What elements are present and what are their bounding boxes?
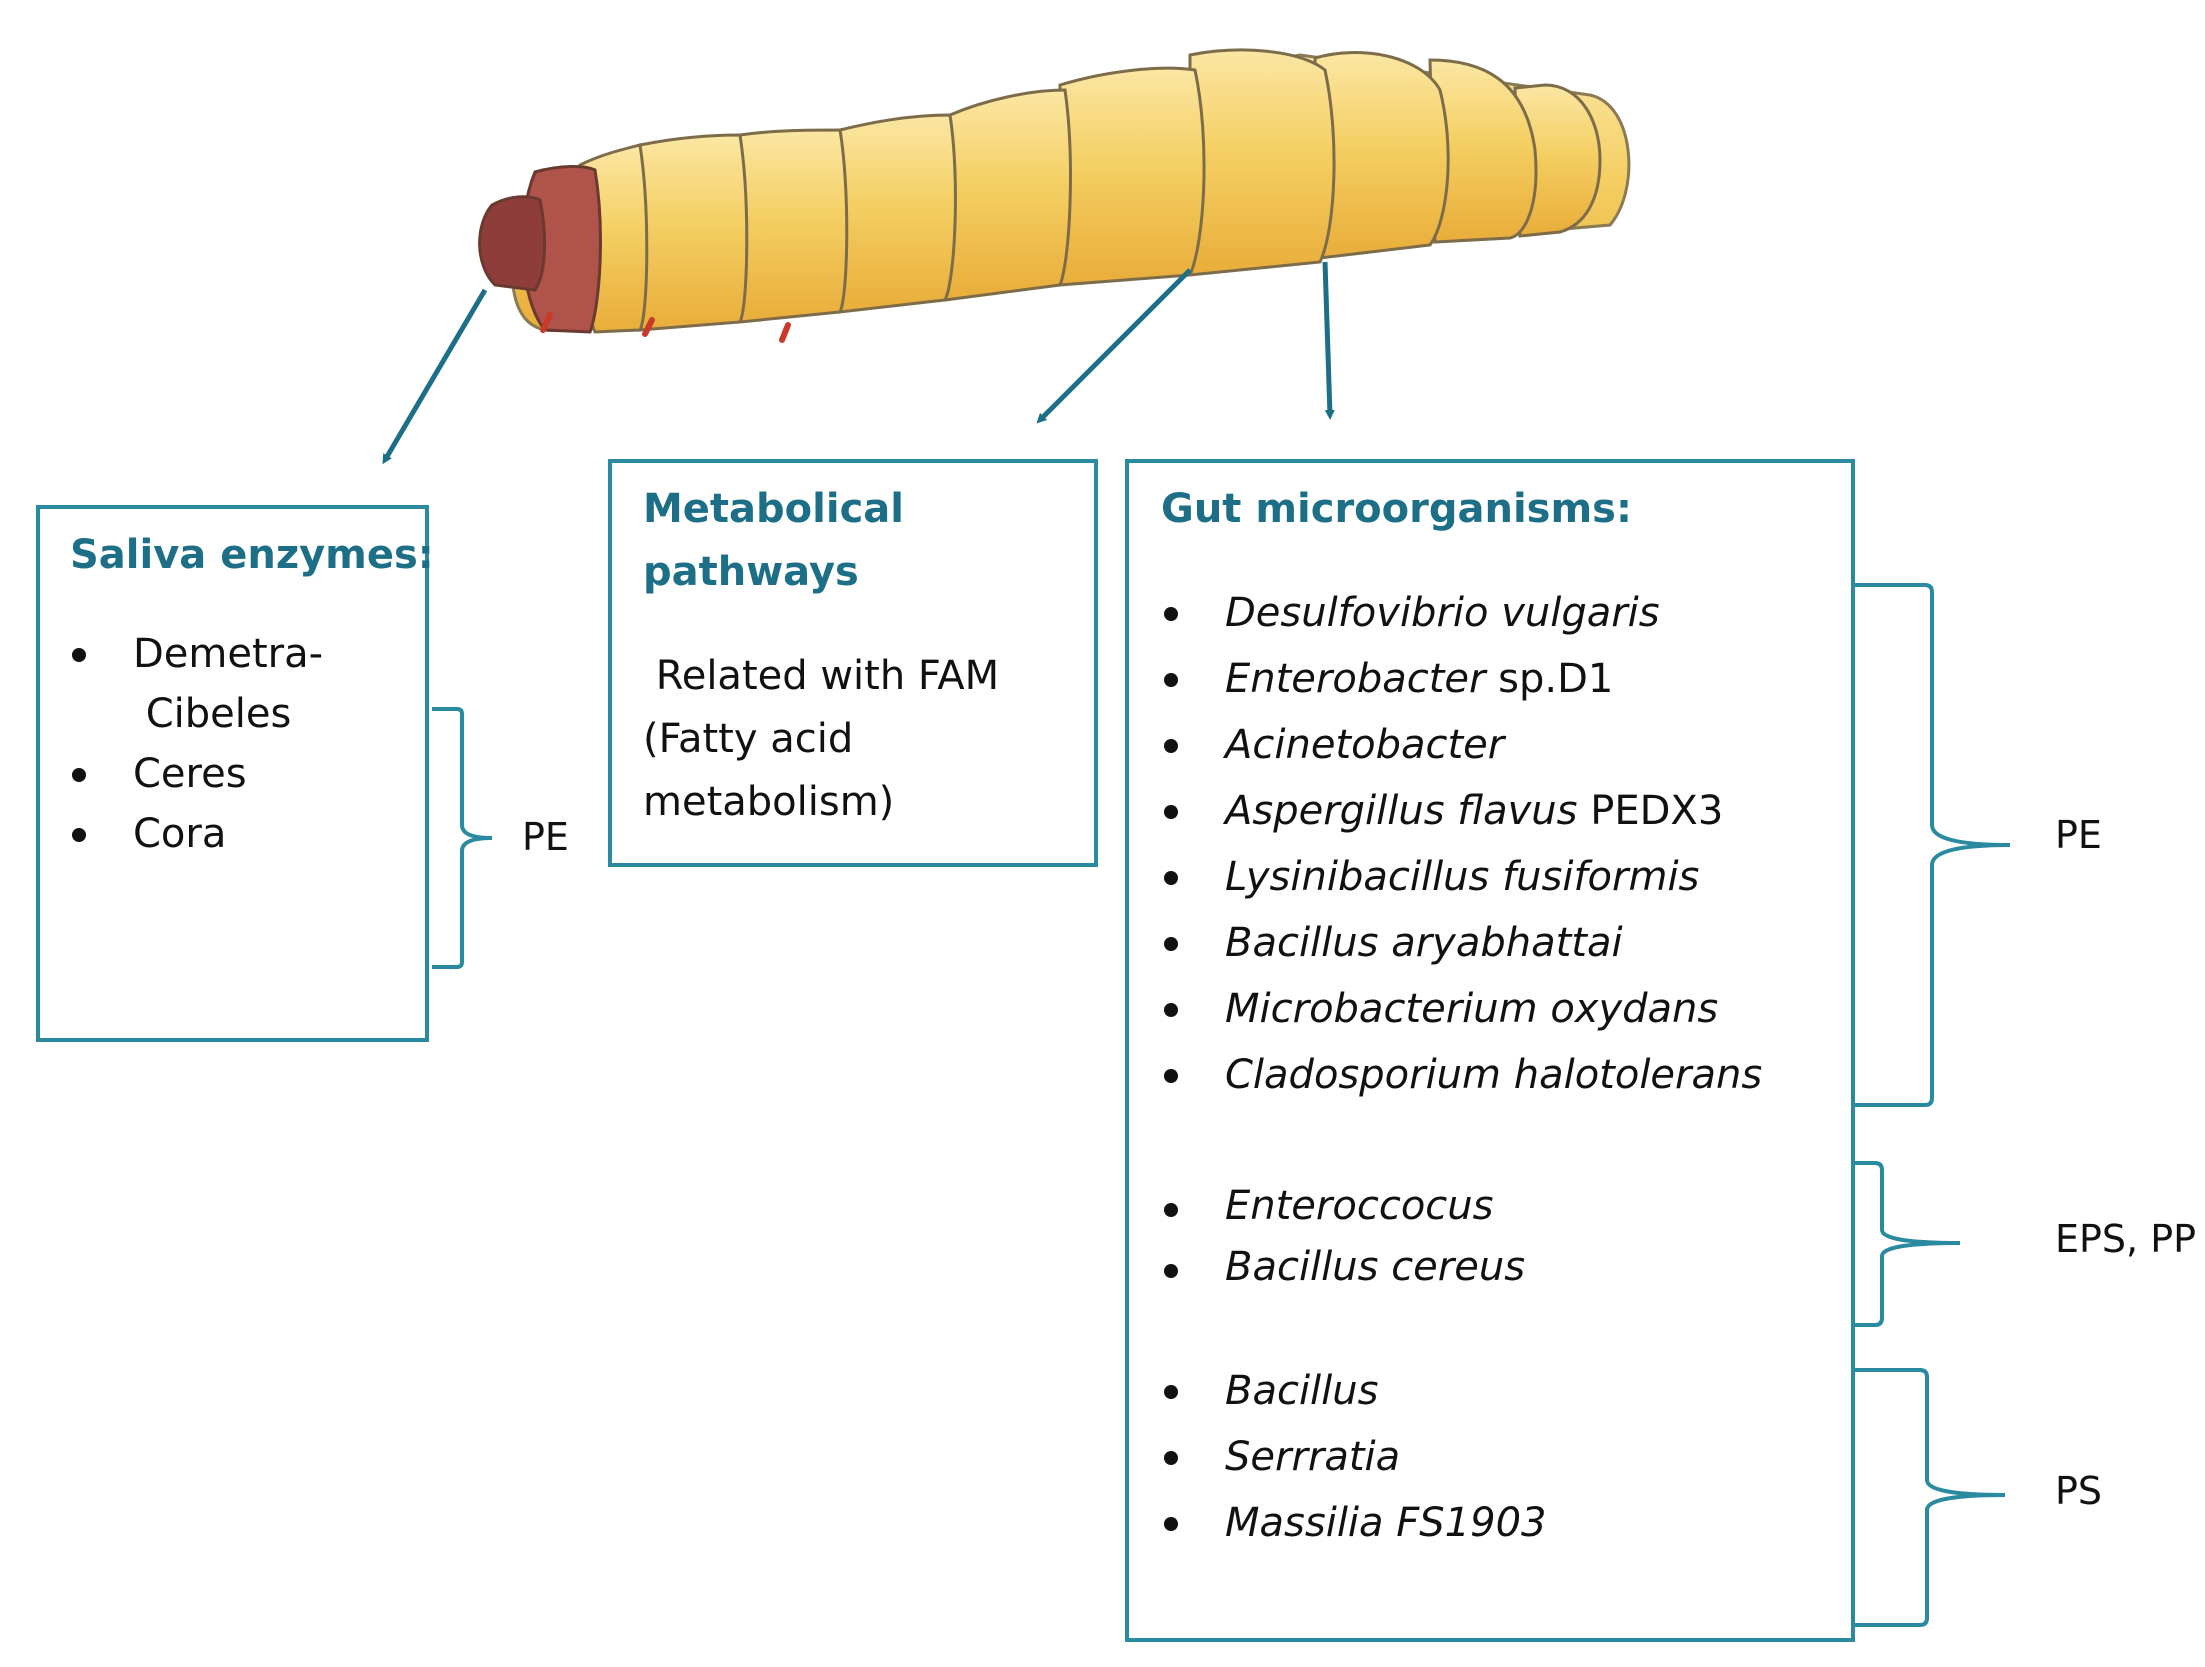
list-item: Enteroccocus: [1164, 1176, 1844, 1237]
list-item: Bacillus cereus: [1164, 1237, 1844, 1298]
list-item: Cora: [72, 804, 402, 864]
gut-pe-list: Desulfovibrio vulgaris Enterobacter sp.D…: [1164, 580, 1844, 1108]
braces: [432, 583, 2011, 1627]
list-item: Enterobacter sp.D1: [1164, 646, 1844, 712]
list-item: Demetra- Cibeles: [72, 624, 402, 744]
list-item: Microbacterium oxydans: [1164, 976, 1844, 1042]
metabolic-pathways-text: Related with FAM (Fatty acid metabolism): [643, 653, 1000, 825]
gut-eps-pp-tag: EPS, PP: [2055, 1217, 2197, 1261]
gut-eps-list: Enteroccocus Bacillus cereus: [1164, 1176, 1844, 1298]
larva-legs: [540, 312, 791, 343]
larva-segments: [576, 48, 1602, 334]
list-item: Aspergillus flavus PEDX3: [1164, 778, 1844, 844]
arrow-to-gut: [1322, 261, 1335, 420]
list-item: Serrratia: [1164, 1424, 1844, 1490]
gut-pe-brace: [1852, 583, 2011, 1107]
gut-ps-brace: [1852, 1368, 2006, 1627]
larva-illustration: [478, 48, 1631, 343]
list-item: Ceres: [72, 744, 402, 804]
metabolic-pathways-box: [608, 459, 1098, 867]
gut-pe-tag: PE: [2055, 813, 2102, 857]
gut-ps-list: Bacillus Serrratia Massilia FS1903: [1164, 1358, 1844, 1556]
arrow-to-metabolic: [1036, 268, 1192, 424]
gut-ps-tag: PS: [2055, 1469, 2103, 1513]
list-item: Bacillus: [1164, 1358, 1844, 1424]
list-item: Bacillus aryabhattai: [1164, 910, 1844, 976]
saliva-brace: [432, 707, 493, 969]
metabolic-pathways-title: Metabolical pathways: [643, 486, 904, 595]
list-item: Massilia FS1903: [1164, 1490, 1844, 1556]
list-item: Desulfovibrio vulgaris: [1164, 580, 1844, 646]
saliva-enzymes-title: Saliva enzymes:: [70, 532, 434, 578]
gut-microorganisms-title: Gut microorganisms:: [1161, 486, 1632, 532]
saliva-enzymes-list: Demetra- Cibeles Ceres Cora: [72, 624, 402, 864]
gut-microorganisms-box: [1125, 459, 1855, 1642]
list-item: Acinetobacter: [1164, 712, 1844, 778]
saliva-pe-tag: PE: [522, 815, 569, 859]
list-item: Lysinibacillus fusiformis: [1164, 844, 1844, 910]
larva-head: [478, 165, 602, 334]
arrows: [382, 261, 1335, 465]
arrow-to-saliva: [382, 288, 488, 465]
gut-eps-brace: [1852, 1161, 1961, 1327]
list-item: Cladosporium halotolerans: [1164, 1042, 1844, 1108]
saliva-enzymes-box: [36, 505, 429, 1042]
